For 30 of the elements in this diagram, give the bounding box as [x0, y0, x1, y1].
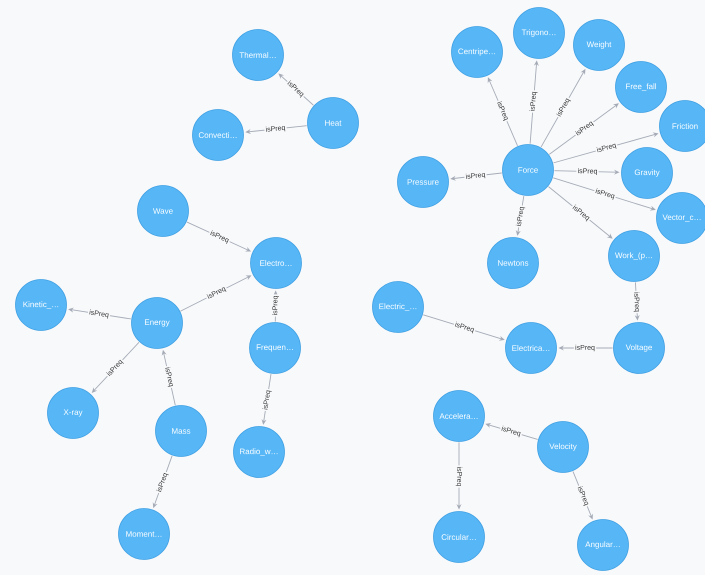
- graph-node: Moment…: [118, 508, 170, 560]
- graph-node: Thermal…: [232, 29, 284, 81]
- graph-node: Kinetic_…: [15, 279, 67, 331]
- graph-node: Frequen…: [249, 322, 301, 374]
- graph-node: Force: [502, 144, 554, 196]
- graph-node: Wave: [137, 185, 189, 237]
- graph-node: Convecti…: [192, 109, 244, 161]
- graph-node: Electric_…: [372, 281, 424, 333]
- graph-node: Gravity: [621, 147, 673, 199]
- graph-node: Circular…: [433, 511, 485, 563]
- graph-node: Weight: [573, 19, 625, 71]
- graph-node: Newtons: [487, 237, 539, 289]
- graph-node: Free_fall: [615, 61, 667, 113]
- graph-node: Accelera…: [433, 390, 485, 442]
- graph-node: Velocity: [537, 421, 589, 473]
- graph-node: Heat: [307, 97, 359, 149]
- graph-node: Mass: [155, 405, 207, 457]
- graph-node: Trigono…: [513, 7, 565, 59]
- graph-node: Electrica…: [505, 322, 557, 374]
- graph-node: Vector_c…: [656, 192, 705, 244]
- graph-node: Friction: [659, 100, 705, 152]
- graph-node: X-ray: [47, 387, 99, 439]
- graph-node: Energy: [131, 297, 183, 349]
- graph-node: Work_(p…: [608, 230, 660, 282]
- graph-node: Voltage: [613, 322, 665, 374]
- graph-node: Pressure: [397, 156, 449, 208]
- graph-node: Radio_w…: [233, 426, 285, 478]
- graph-node: Angular…: [577, 519, 629, 571]
- graph-node: Centripe…: [451, 26, 503, 78]
- graph-node: Electro…: [250, 237, 302, 289]
